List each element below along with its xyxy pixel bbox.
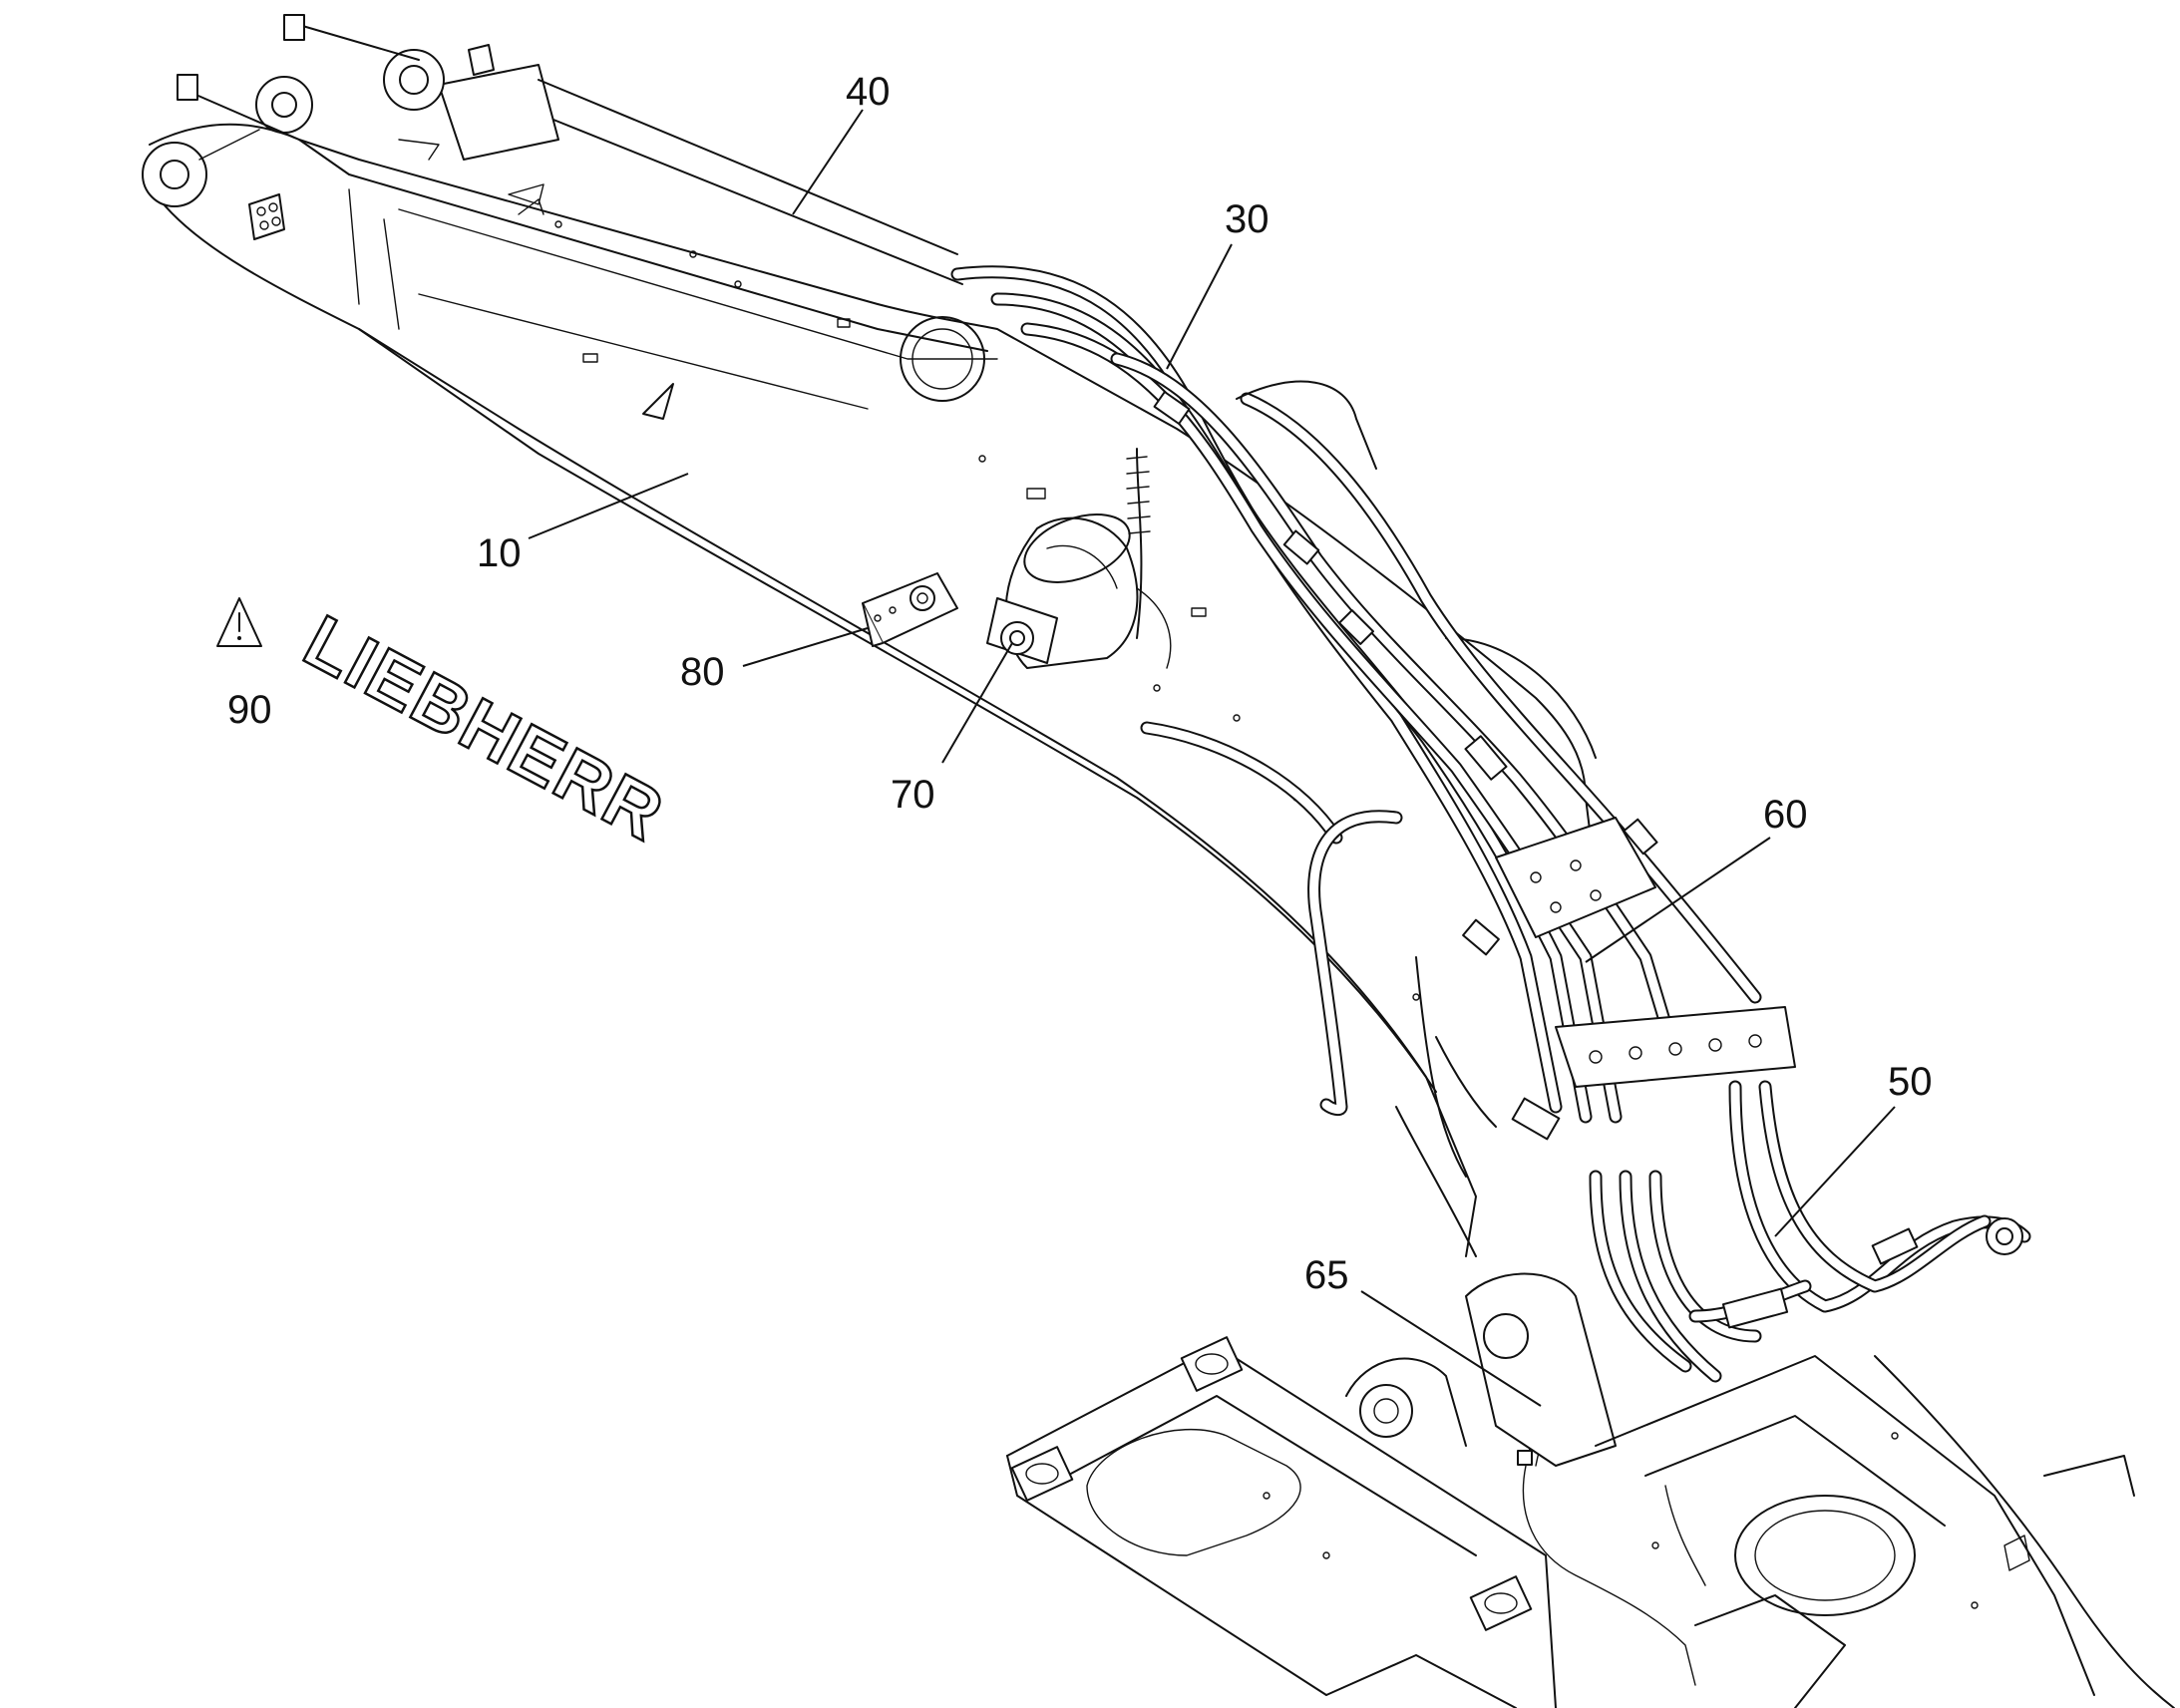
callout-10: 10 [477,473,689,575]
svg-text:10: 10 [477,531,522,575]
logo-text: LIEBHERR [291,599,677,856]
callout-40: 40 [792,70,891,215]
stick-cylinder [177,14,963,285]
svg-text:65: 65 [1304,1253,1349,1297]
svg-text:80: 80 [680,650,725,694]
callout-80: 80 [680,627,869,694]
boom-foot-hose-loop [1140,721,1497,1257]
svg-text:60: 60 [1763,793,1808,837]
callouts: 40 30 10 80 70 90 60 50 [227,70,1933,1407]
upper-carriage-frame [1006,1272,2175,1708]
liebherr-decal: LIEBHERR [290,598,679,858]
svg-text:50: 50 [1888,1060,1933,1104]
lower-hose-lines [1517,1080,2031,1686]
svg-text:40: 40 [846,70,891,114]
callout-90: 90 [227,688,272,732]
callout-50: 50 [1774,1060,1933,1237]
callout-30: 30 [1166,197,1270,370]
svg-text:90: 90 [227,688,272,732]
callout-65: 65 [1304,1253,1542,1407]
warning-triangle-icon [216,597,262,647]
svg-text:30: 30 [1225,197,1270,241]
callout-60: 60 [1585,793,1808,963]
callout-70: 70 [891,642,1013,817]
svg-text:70: 70 [891,773,935,817]
hydraulic-hose-bundle [950,265,1796,1141]
working-light-and-bracket [862,513,1172,669]
